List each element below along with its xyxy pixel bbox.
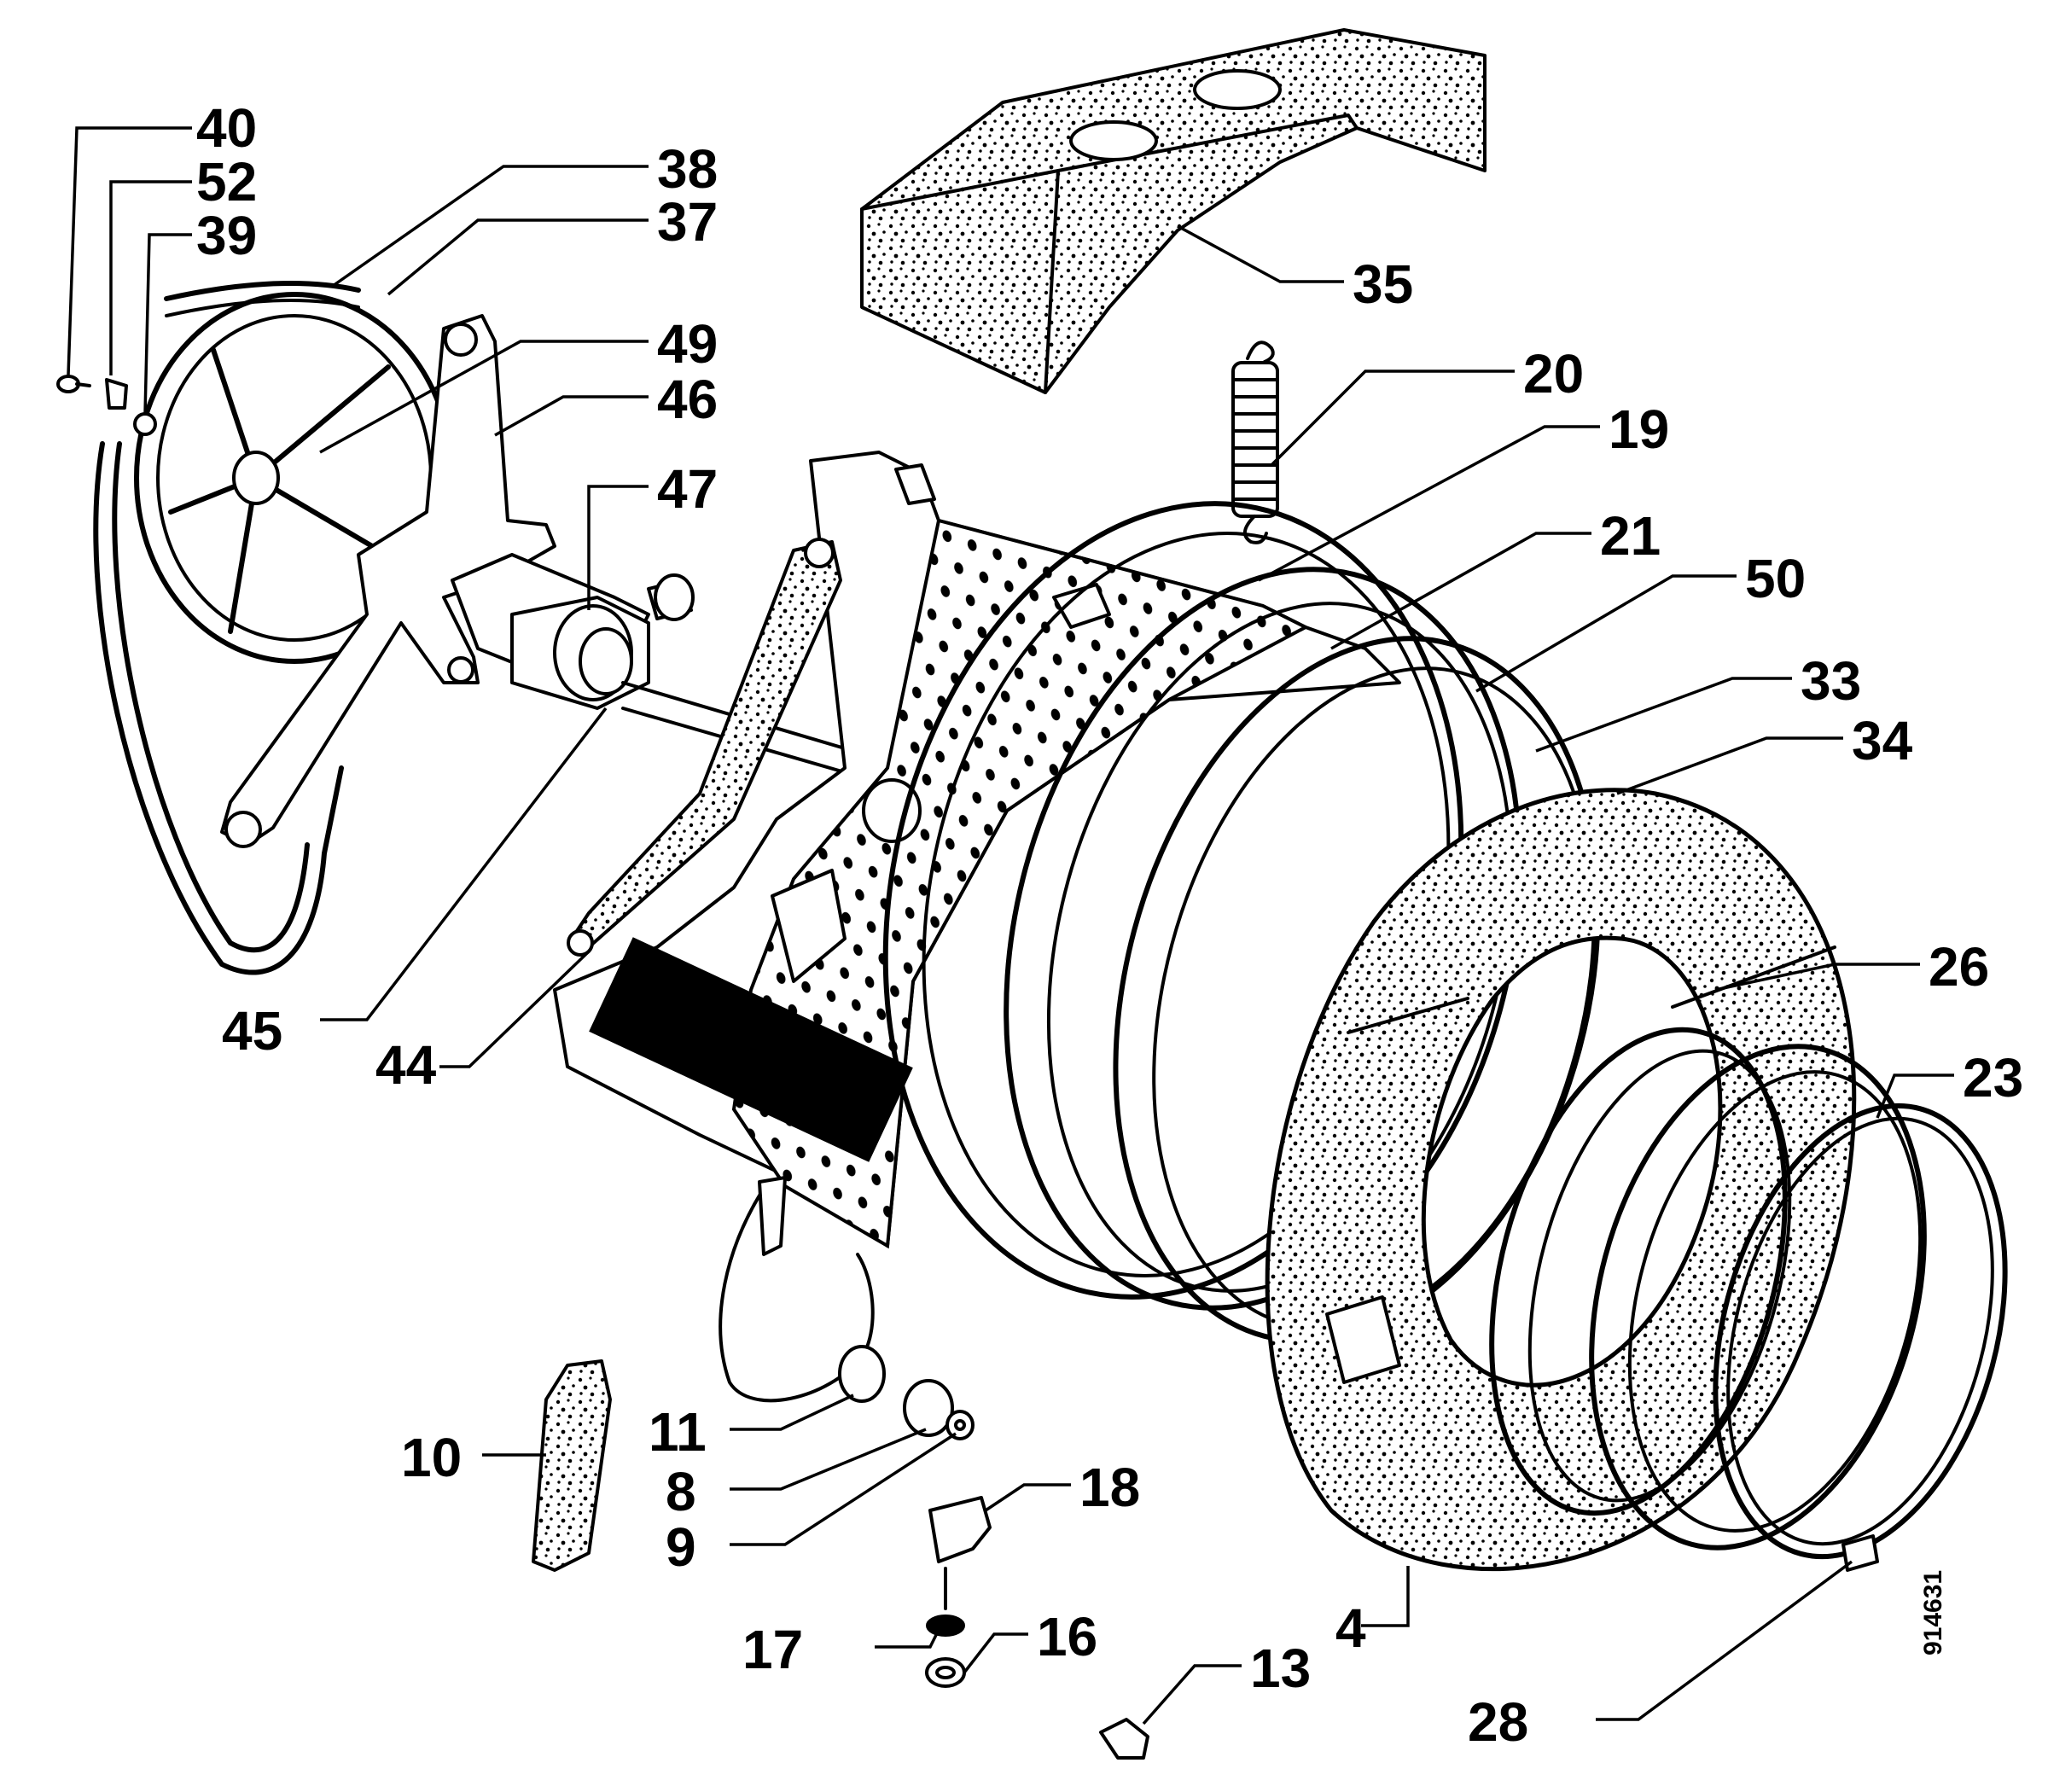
drain-bracket: [719, 1176, 875, 1403]
callout-16: 16: [1037, 1606, 1097, 1667]
small-bolts-40-52-39: [56, 375, 157, 436]
callout-47: 47: [657, 458, 718, 520]
front-counterweight: [1265, 788, 1857, 1572]
callout-13: 13: [1250, 1638, 1311, 1699]
callout-33: 33: [1801, 650, 1861, 712]
bushings-11-8-9: [838, 1345, 975, 1440]
drive-pulley: [134, 281, 455, 664]
screw-13: [1099, 1718, 1149, 1760]
outer-tub: [553, 451, 1401, 1249]
callout-39: 39: [196, 205, 257, 266]
callout-8: 8: [666, 1461, 696, 1522]
callout-40: 40: [196, 97, 257, 159]
callout-46: 46: [657, 369, 718, 430]
callout-44: 44: [375, 1034, 437, 1096]
callout-52: 52: [196, 151, 257, 212]
spacer-10: [532, 1359, 612, 1572]
callout-26: 26: [1929, 936, 1989, 998]
front-ring-50: [1004, 567, 1522, 1311]
callout-21: 21: [1600, 505, 1661, 567]
callout-38: 38: [657, 138, 718, 200]
callout-20: 20: [1523, 343, 1584, 404]
suspension-spring: [1231, 340, 1279, 544]
callout-19: 19: [1609, 399, 1669, 460]
drawing-reference-number: 914631: [1919, 1570, 1947, 1655]
drive-belt: [93, 441, 344, 975]
callout-labels: 40 52 39 38 37 49 46 47 35 20 19 21 50 3…: [196, 97, 2023, 1753]
bracket-18-washers-17-16: [925, 1496, 992, 1688]
callout-11: 11: [649, 1401, 707, 1463]
callout-10: 10: [401, 1427, 462, 1488]
door-seal: [1489, 1027, 1927, 1551]
callout-45: 45: [222, 1000, 282, 1062]
callout-17: 17: [742, 1619, 803, 1680]
callout-50: 50: [1745, 548, 1806, 609]
counterweight: [860, 28, 1487, 394]
leader-lines: [67, 126, 1954, 1725]
callout-23: 23: [1963, 1047, 2023, 1108]
callout-49: 49: [657, 313, 718, 375]
tub-strut: [567, 538, 842, 957]
clamp-ring: [1713, 1103, 2008, 1572]
callout-34: 34: [1852, 710, 1913, 771]
callout-4: 4: [1335, 1597, 1366, 1659]
callout-37: 37: [657, 191, 718, 253]
callout-18: 18: [1079, 1457, 1140, 1518]
callout-28: 28: [1468, 1691, 1528, 1753]
callout-9: 9: [666, 1516, 696, 1578]
callout-35: 35: [1353, 253, 1413, 315]
